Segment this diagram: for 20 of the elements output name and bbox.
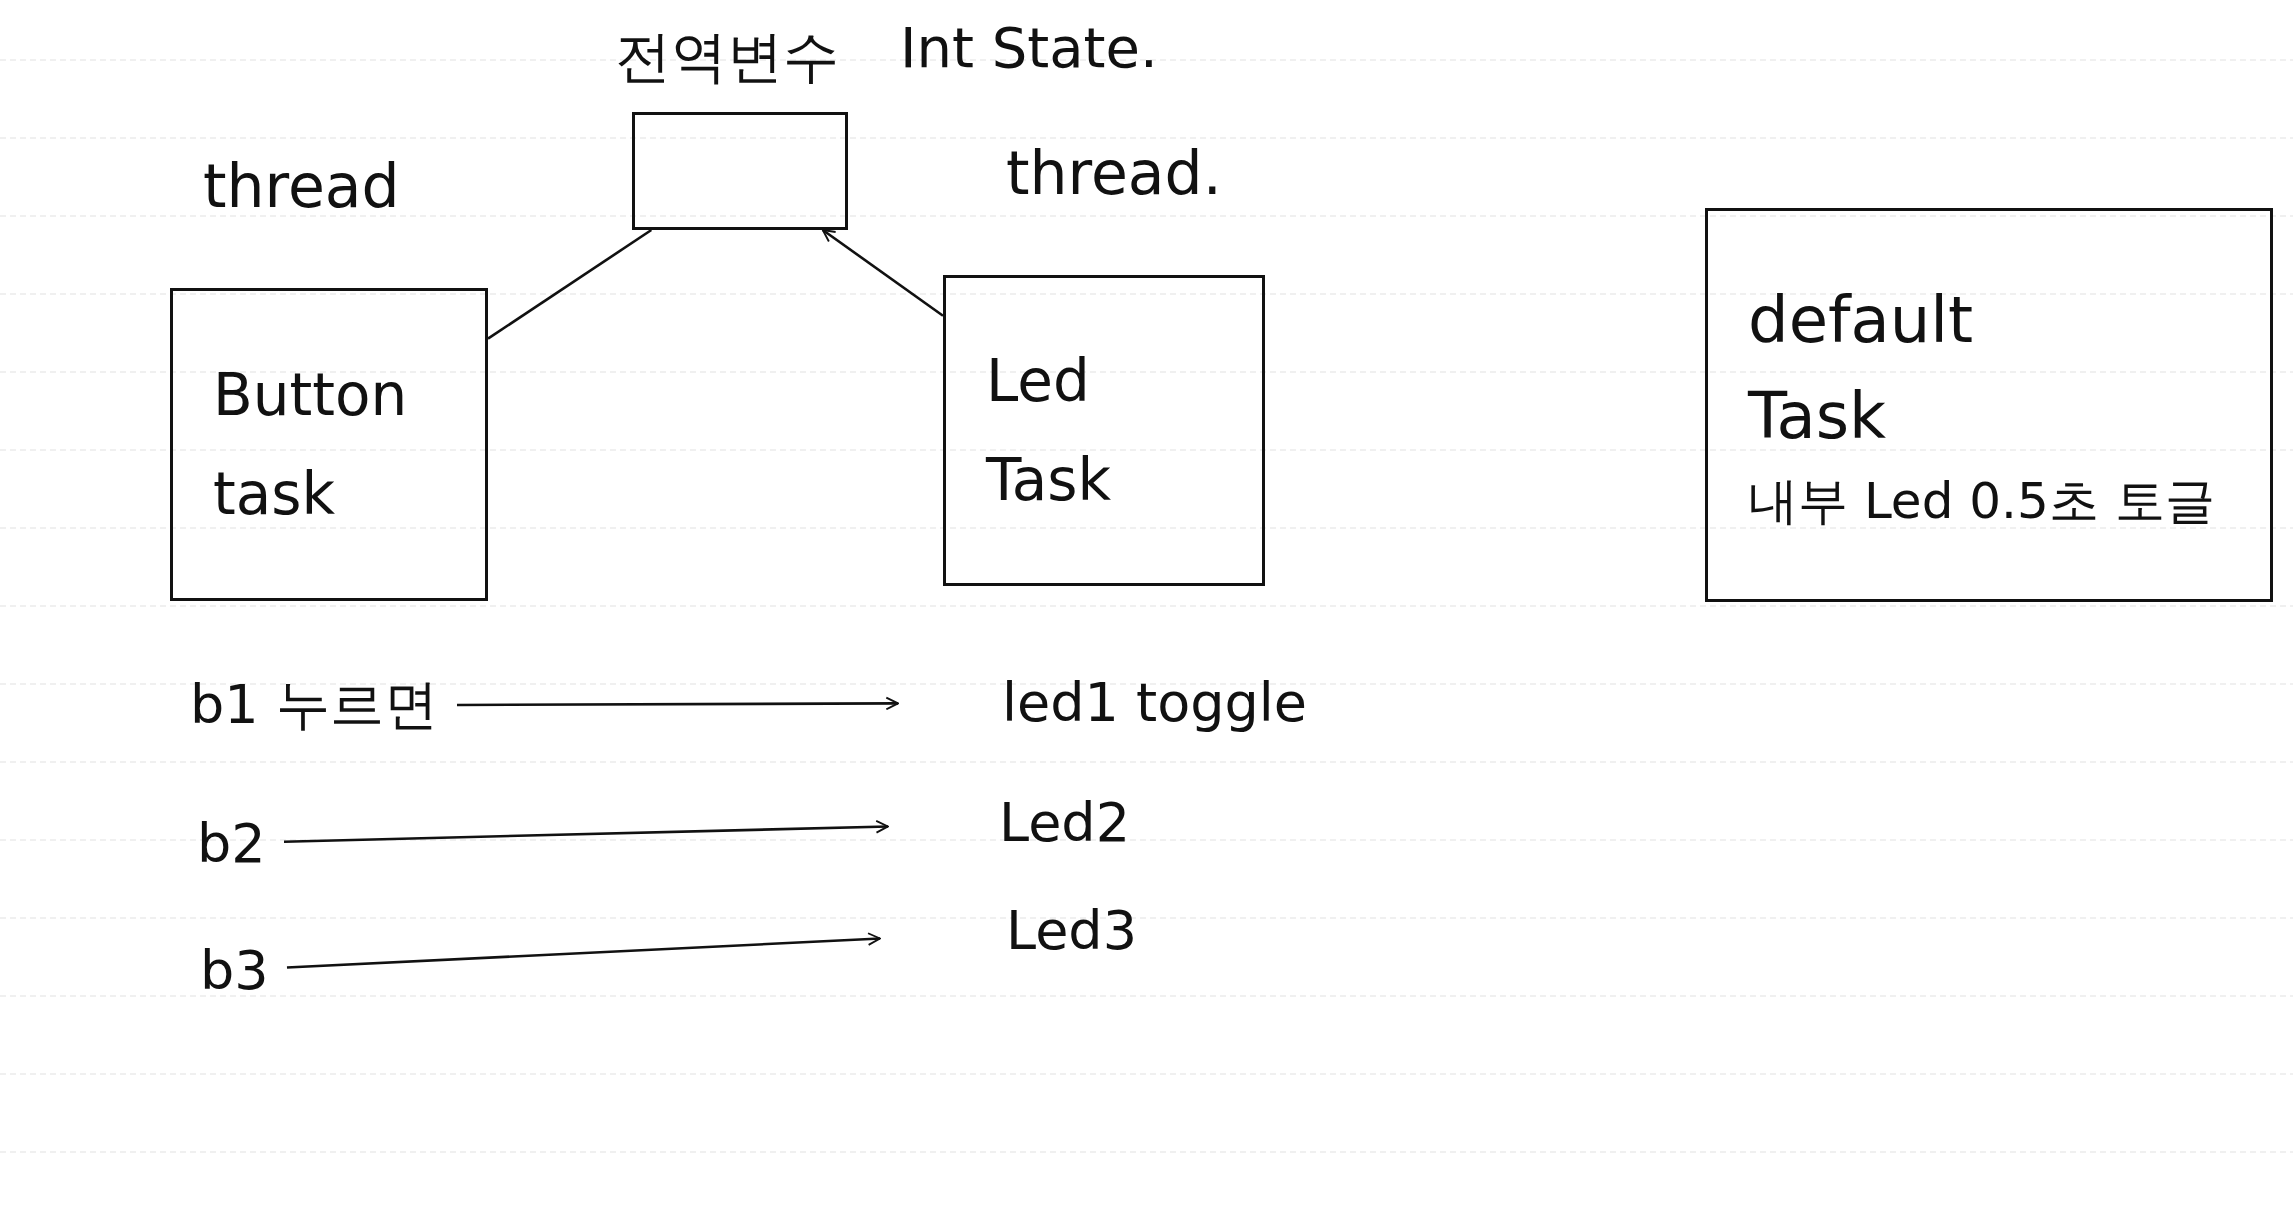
thread-heading: thread.: [1006, 138, 1222, 208]
arrow: [457, 696, 899, 711]
connector-line: [487, 228, 653, 340]
item-label: Led3: [880, 898, 1206, 963]
thread-heading: thread: [203, 151, 400, 221]
task-note: 내부 Led 0.5초 토글: [1748, 470, 2215, 532]
task-box: [1705, 208, 2273, 602]
variable-type: Int State.: [900, 15, 1158, 80]
item-label: b3: [200, 935, 275, 1005]
arrow: [821, 228, 944, 317]
arrow: [286, 932, 881, 969]
item-label: led1 toggle: [898, 655, 1400, 750]
task-name: Led Task: [986, 345, 1113, 516]
item-label: Led2: [888, 790, 1199, 855]
item-label: b2: [197, 808, 272, 878]
arrow: [283, 819, 889, 844]
item-label: b1 누르면: [190, 658, 445, 753]
box-heading: 전역변수: [615, 23, 839, 91]
task-name: default Task: [1748, 281, 1975, 455]
task-name: Button task: [213, 359, 409, 530]
